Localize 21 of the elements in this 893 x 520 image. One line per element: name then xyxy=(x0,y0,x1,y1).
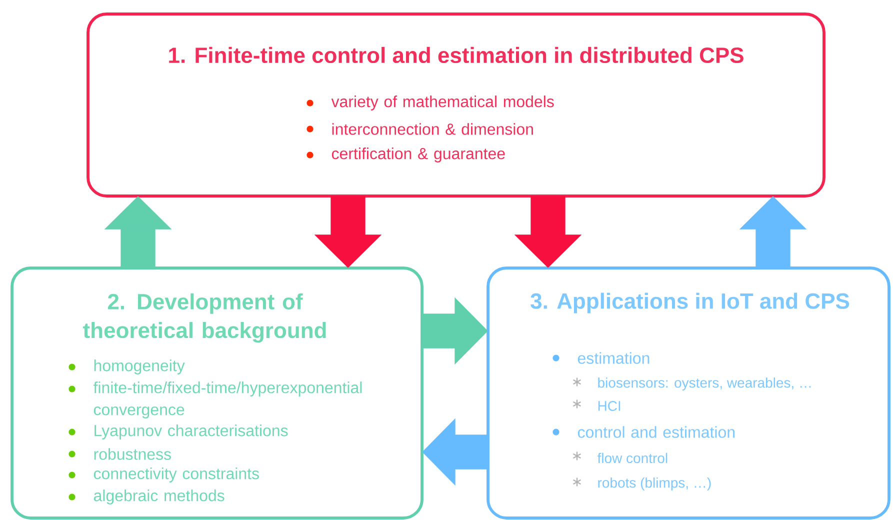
sub-item: HCI xyxy=(573,400,620,411)
bullet-item: estimation xyxy=(552,352,650,364)
heading: 2. Development of theoretical background xyxy=(83,293,326,343)
rounded-box xyxy=(486,266,890,520)
rounded-box xyxy=(86,12,826,198)
bullet-item: variety of mathematical models xyxy=(306,96,554,110)
bullet-item: homogeneity xyxy=(68,360,185,374)
bullet-item: robustness xyxy=(68,448,171,460)
heading: 1. Finite-time control and estimation in distributed CPS xyxy=(169,46,744,64)
heading: 3. Applications in IoT and CPS xyxy=(530,292,850,314)
sub-item: biosensors: oysters, wearables, … xyxy=(573,377,811,390)
sub-item: flow control xyxy=(573,452,668,464)
rounded-box xyxy=(10,266,424,520)
bullet-item: interconnection & dimension xyxy=(306,123,533,135)
bullet-item: control and estimation xyxy=(552,426,734,438)
bullet-item: connectivity constraints xyxy=(68,468,259,482)
bullet-item: certification & guarantee xyxy=(306,148,505,162)
bullet-item: finite-time/fixed-time/hyperexponential convergence xyxy=(68,382,362,418)
sub-item: robots (blimps, …) xyxy=(573,477,711,490)
bullet-item: algebraic methods xyxy=(68,490,224,504)
bullet-item: Lyapunov characterisations xyxy=(68,424,288,440)
